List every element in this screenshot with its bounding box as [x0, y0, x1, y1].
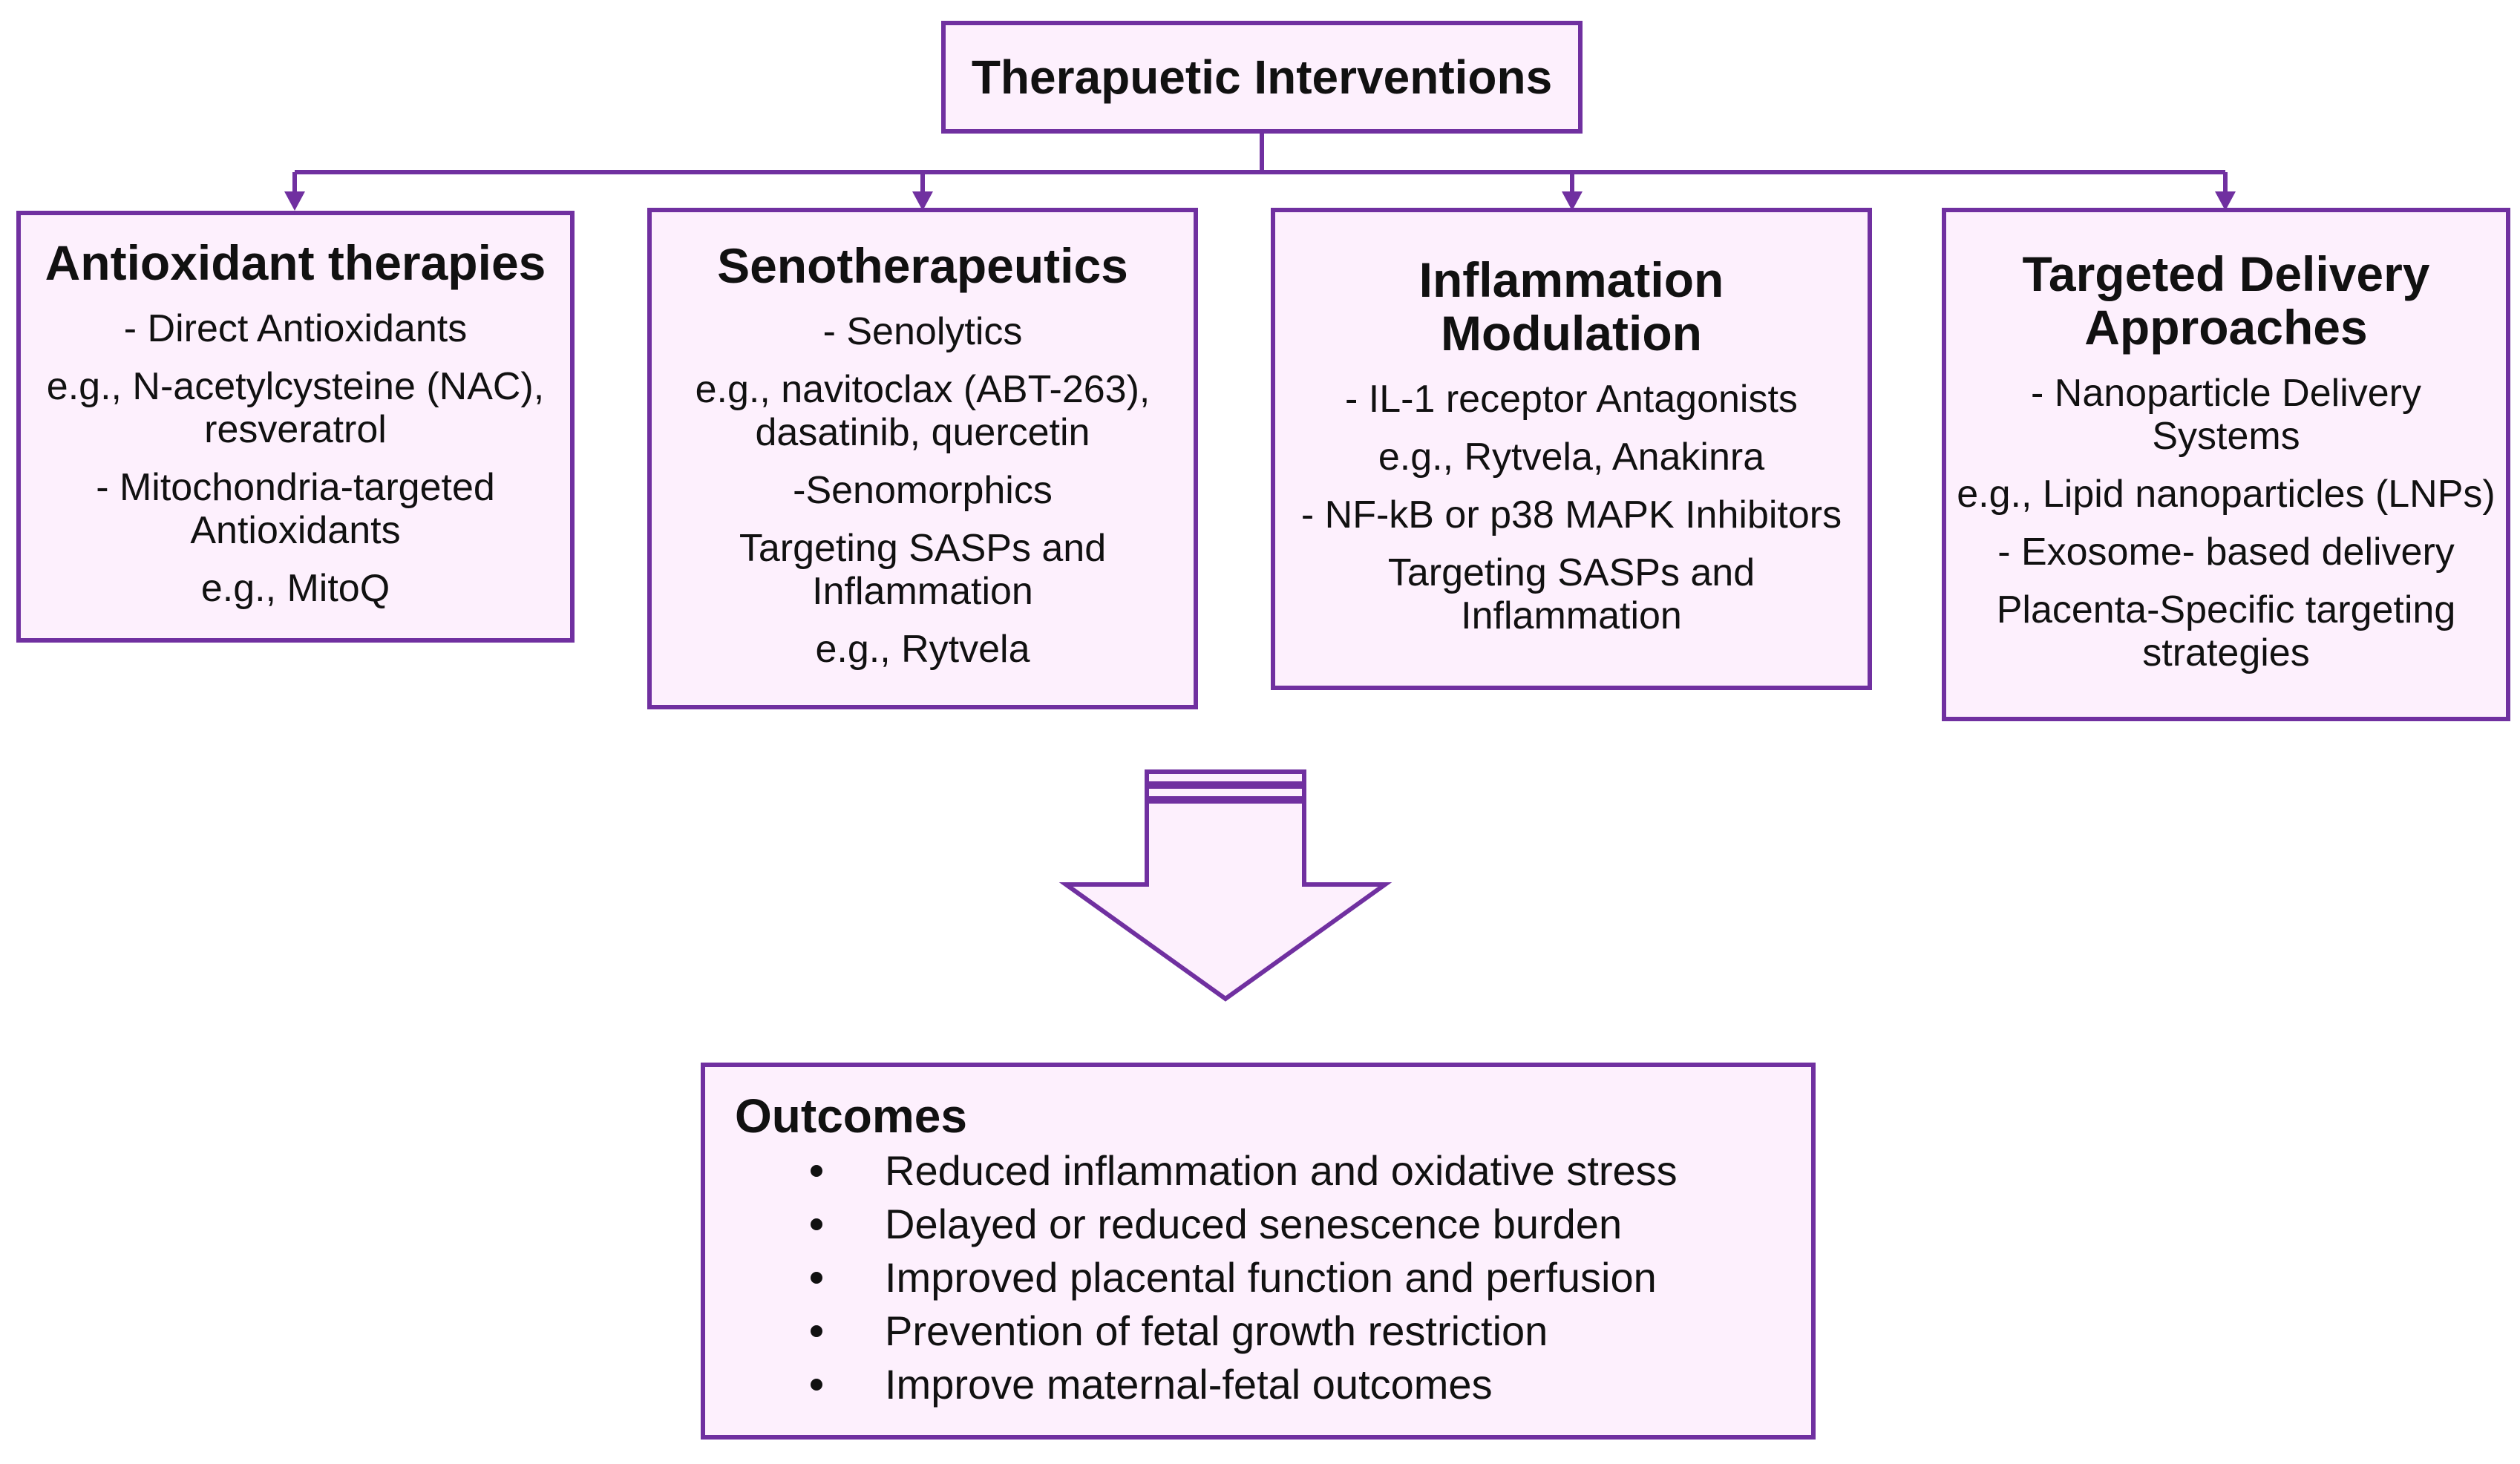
outcomes-list: Reduced inflammation and oxidative stres… — [735, 1144, 1781, 1411]
category-antioxidant-therapies: Antioxidant therapies - Direct Antioxida… — [16, 211, 575, 643]
bullet-icon — [811, 1165, 822, 1177]
category-item: e.g., Rytvela, Anakinra — [1378, 436, 1765, 479]
outcomes-title: Outcomes — [735, 1089, 967, 1143]
category-item: - Senolytics — [822, 310, 1023, 353]
outcome-item: Prevention of fetal growth restriction — [735, 1304, 1781, 1358]
category-item: e.g., Rytvela — [815, 628, 1030, 671]
down-arrow — [1058, 769, 1392, 1002]
category-title: Targeted Delivery Approaches — [2022, 246, 2430, 355]
bullet-icon — [811, 1272, 822, 1284]
outcome-item: Reduced inflammation and oxidative stres… — [735, 1144, 1781, 1198]
arrowhead-antioxidant — [284, 191, 305, 211]
arrowhead-targeted-delivery — [2215, 191, 2236, 211]
category-targeted-delivery-approaches: Targeted Delivery Approaches - Nanoparti… — [1942, 208, 2510, 721]
category-item: - Mitochondria-targeted Antioxidants — [96, 466, 495, 552]
arrowhead-senotherapeutics — [912, 191, 933, 211]
category-title: Antioxidant therapies — [45, 235, 546, 290]
category-item: - NF-kB or p38 MAPK Inhibitors — [1300, 493, 1842, 536]
category-item: - Nanoparticle Delivery Systems — [2031, 372, 2421, 458]
bullet-icon — [811, 1379, 822, 1391]
category-item: e.g., MitoQ — [200, 567, 390, 610]
category-inflammation-modulation: Inflammation Modulation - IL-1 receptor … — [1271, 208, 1872, 690]
category-title: Inflammation Modulation — [1418, 252, 1724, 361]
category-senotherapeutics: Senotherapeutics - Senolytics e.g., navi… — [647, 208, 1198, 709]
bullet-icon — [811, 1325, 822, 1337]
root-node: Therapuetic Interventions — [941, 21, 1583, 134]
bullet-icon — [811, 1218, 822, 1230]
category-item: - Exosome- based delivery — [1997, 531, 2455, 574]
category-item: e.g., navitoclax (ABT-263), dasatinib, q… — [695, 368, 1151, 454]
root-title: Therapuetic Interventions — [971, 50, 1553, 104]
outcome-item: Improved placental function and perfusio… — [735, 1251, 1781, 1304]
category-item: Targeting SASPs and Inflammation — [739, 527, 1107, 613]
category-item: Placenta-Specific targeting strategies — [1996, 588, 2456, 674]
category-item: -Senomorphics — [793, 469, 1053, 512]
category-item: Targeting SASPs and Inflammation — [1387, 551, 1755, 637]
outcome-item: Delayed or reduced senescence burden — [735, 1198, 1781, 1251]
outcome-item: Improve maternal-fetal outcomes — [735, 1358, 1781, 1411]
category-item: - Direct Antioxidants — [123, 307, 468, 350]
arrowhead-inflammation — [1562, 191, 1583, 211]
category-title: Senotherapeutics — [717, 238, 1128, 293]
category-item: - IL-1 receptor Antagonists — [1345, 378, 1798, 421]
outcomes-box: Outcomes Reduced inflammation and oxidat… — [701, 1063, 1816, 1440]
category-item: e.g., Lipid nanoparticles (LNPs) — [1957, 473, 2496, 516]
category-item: e.g., N-acetylcysteine (NAC), resveratro… — [46, 365, 545, 451]
